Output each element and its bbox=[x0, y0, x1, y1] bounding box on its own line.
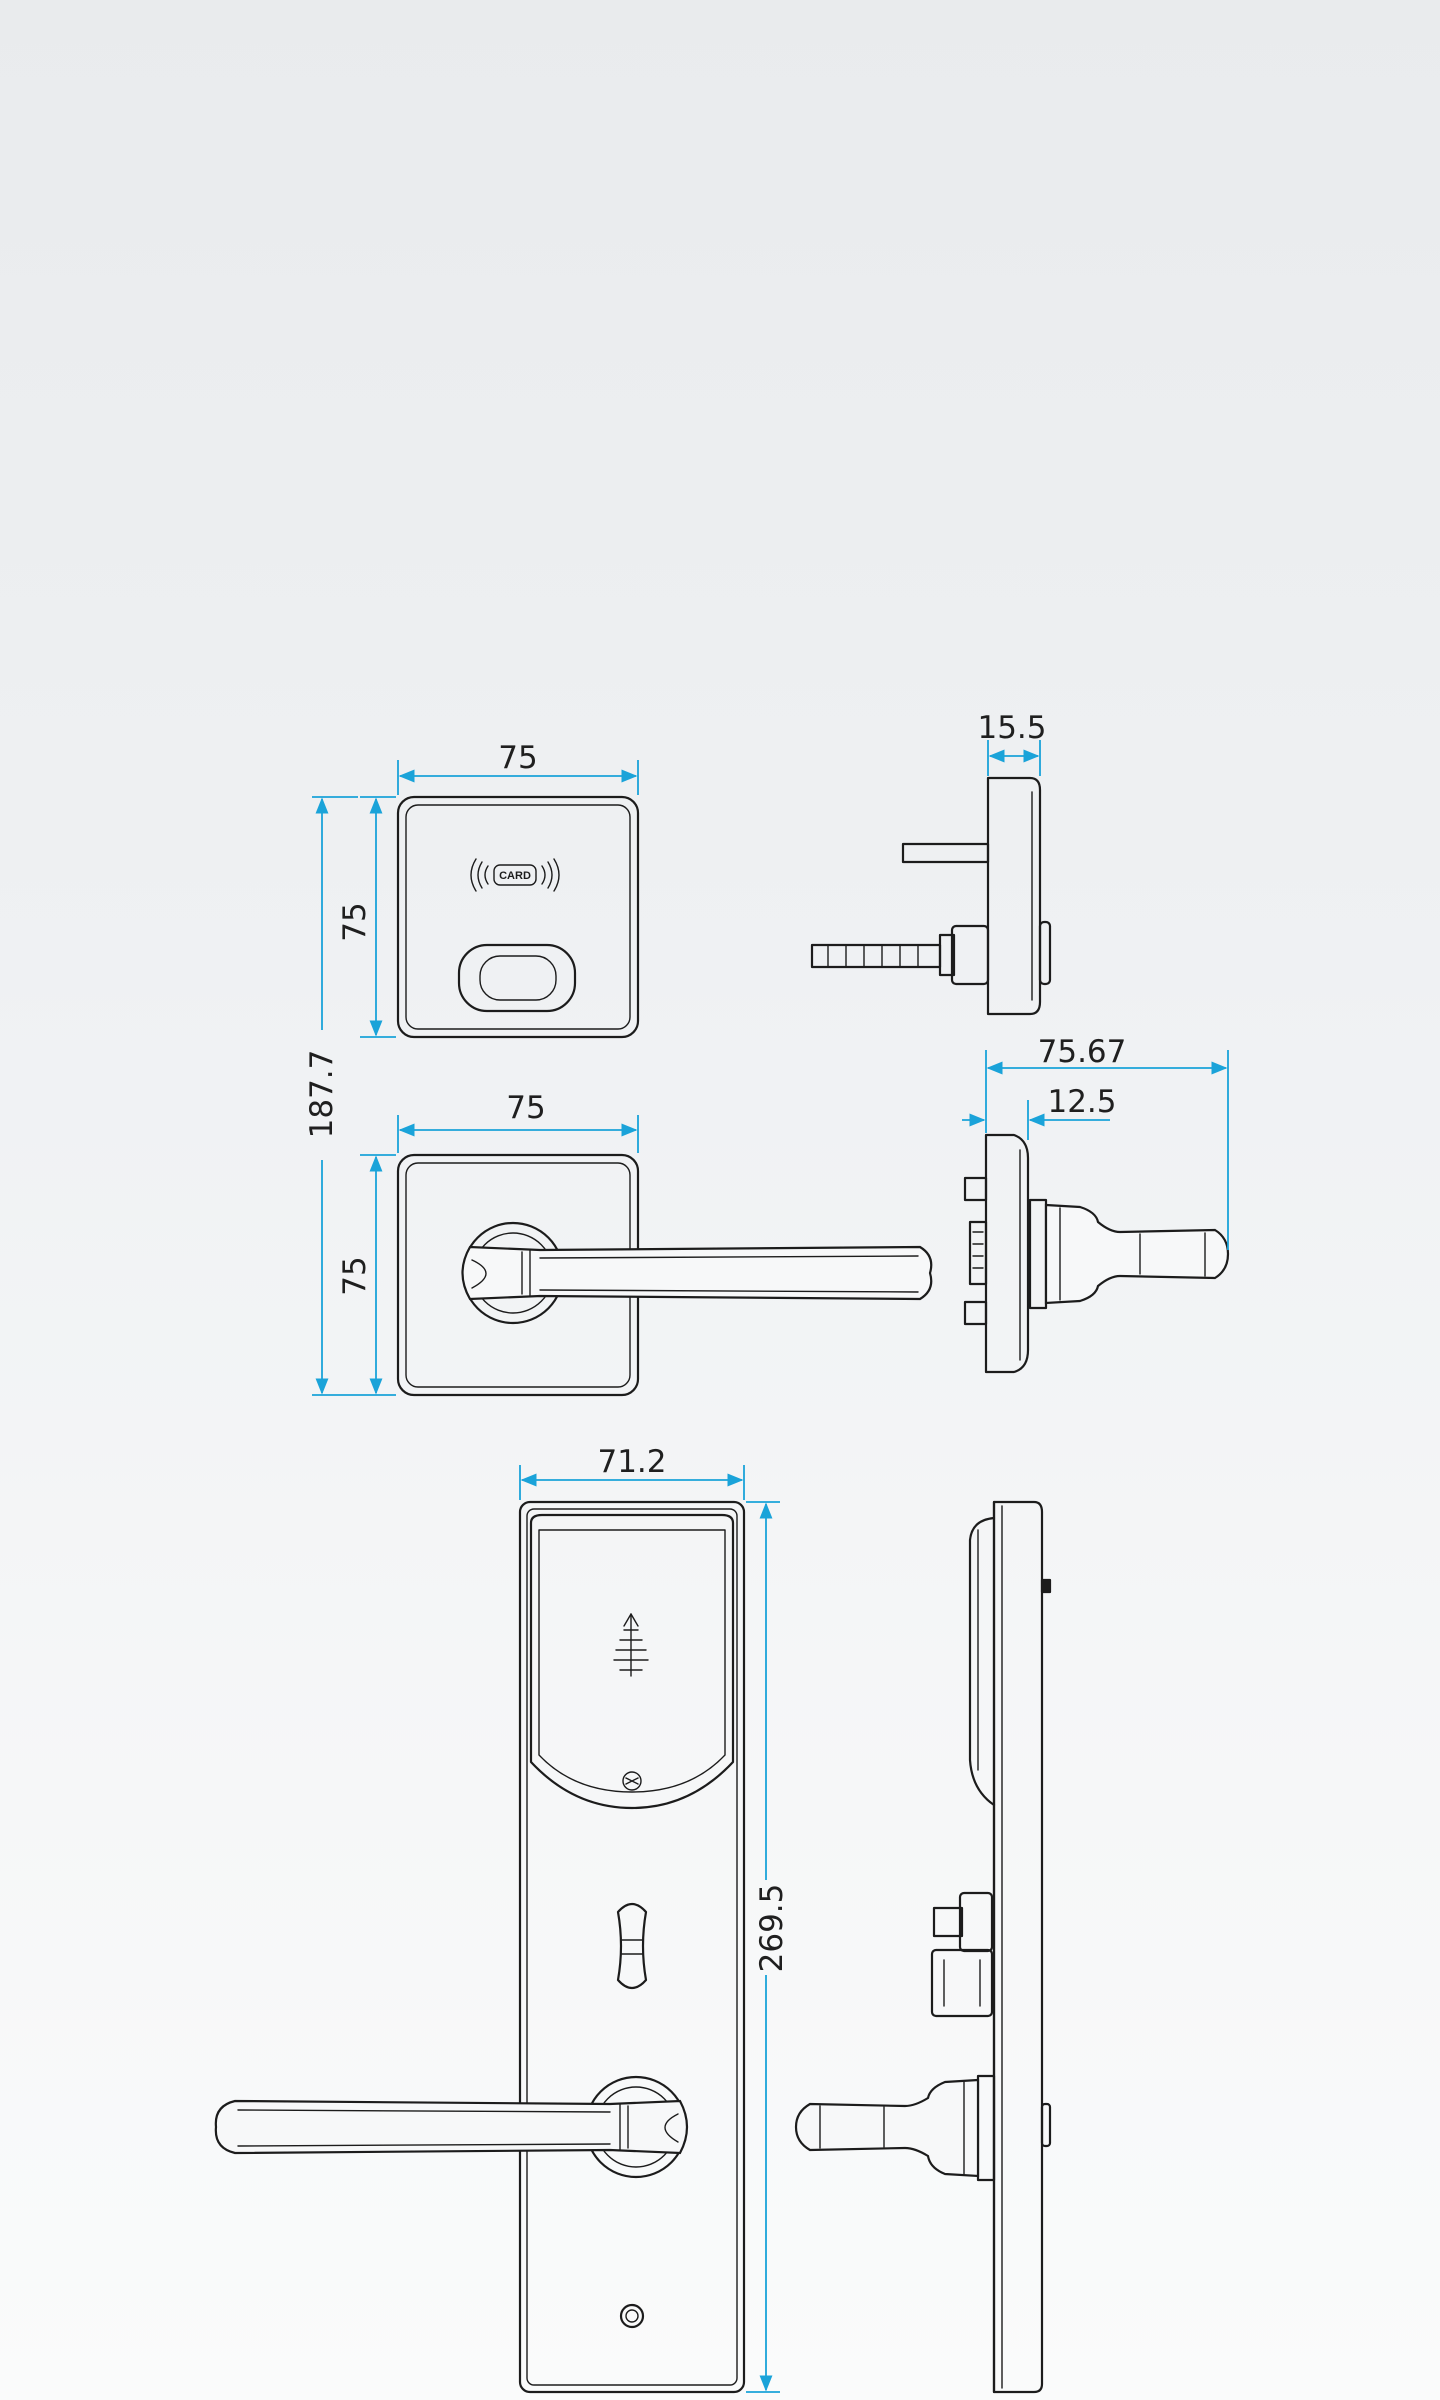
dim-mortise-width: 71.2 bbox=[597, 1444, 666, 1480]
dim-side-reader-depth: 15.5 bbox=[977, 710, 1046, 746]
lever-side-view bbox=[963, 1133, 1230, 1374]
lever-front-view bbox=[396, 1153, 933, 1397]
mortise-plate-side-view bbox=[794, 1500, 1052, 2394]
mortise-plate-front-view bbox=[214, 1500, 746, 2394]
dim-lever-plate-depth: 12.5 bbox=[1047, 1084, 1116, 1120]
dim-mortise-height: 269.5 bbox=[754, 1884, 790, 1973]
reader-side-view bbox=[810, 776, 1052, 1016]
card-badge-label: CARD bbox=[499, 870, 531, 882]
dim-total-height: 187.7 bbox=[304, 1050, 340, 1139]
dim-lever-projection: 75.67 bbox=[1038, 1034, 1127, 1070]
dim-lever-rose-height: 75 bbox=[337, 1256, 373, 1295]
card-badge-icon: CARD bbox=[470, 858, 560, 892]
card-direction-arrow-icon bbox=[613, 1613, 649, 1677]
reader-front-view: CARD bbox=[396, 795, 640, 1039]
card-slot-icon bbox=[457, 943, 577, 1013]
dim-lever-rose-width: 75 bbox=[506, 1090, 545, 1126]
dimension-lines bbox=[312, 740, 1229, 2393]
dim-reader-height: 75 bbox=[337, 902, 373, 941]
keyhole-icon bbox=[616, 1902, 648, 1990]
dim-reader-width: 75 bbox=[498, 740, 537, 776]
